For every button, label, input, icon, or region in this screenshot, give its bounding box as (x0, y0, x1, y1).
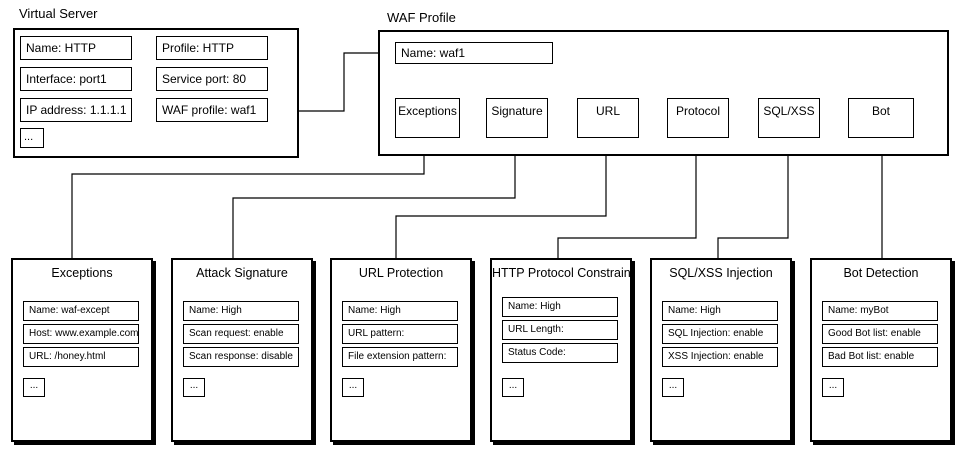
card-field: XSS Injection: enable (662, 347, 778, 367)
card-field: URL Length: (502, 320, 618, 340)
card-more: ... (822, 378, 844, 397)
card-field: Status Code: (502, 343, 618, 363)
card-attack-signature: Attack Signature Name: High Scan request… (171, 258, 313, 442)
card-field: Name: myBot (822, 301, 938, 321)
module-sqlxss: SQL/XSS (758, 98, 820, 138)
vs-interface-field: Interface: port1 (20, 67, 132, 91)
card-sqlxss-injection: SQL/XSS Injection Name: High SQL Injecti… (650, 258, 792, 442)
connector-url (395, 137, 607, 258)
card-field: URL pattern: (342, 324, 458, 344)
card-url-protection: URL Protection Name: High URL pattern: F… (330, 258, 472, 442)
card-field: URL: /honey.html (23, 347, 139, 367)
module-url: URL (577, 98, 639, 138)
vs-waf-profile-field: WAF profile: waf1 (156, 98, 268, 122)
card-field: Bad Bot list: enable (822, 347, 938, 367)
card-field: Scan request: enable (183, 324, 299, 344)
card-field: Good Bot list: enable (822, 324, 938, 344)
card-more: ... (23, 378, 45, 397)
card-more: ... (342, 378, 364, 397)
vs-profile-field: Profile: HTTP (156, 36, 268, 60)
connector-signature (232, 137, 516, 258)
connector-waf-profile (268, 52, 395, 112)
card-field: Name: waf-except (23, 301, 139, 321)
connector-protocol (557, 137, 697, 258)
card-field: Name: High (183, 301, 299, 321)
card-title: Bot Detection (843, 266, 919, 280)
card-field: Scan response: disable (183, 347, 299, 367)
card-field: Name: High (662, 301, 778, 321)
card-more: ... (502, 378, 524, 397)
vs-more-field: ... (20, 128, 44, 148)
module-exceptions: Exceptions (395, 98, 460, 138)
card-exceptions: Exceptions Name: waf-except Host: www.ex… (11, 258, 153, 442)
virtual-server-title: Virtual Server (19, 6, 98, 21)
card-title: URL Protection (358, 266, 444, 280)
card-field: File extension pattern: (342, 347, 458, 367)
card-field: SQL Injection: enable (662, 324, 778, 344)
card-title: HTTP Protocol Constraint (492, 266, 635, 280)
card-title: Exceptions (51, 266, 113, 280)
card-title: Attack Signature (196, 266, 288, 280)
module-protocol: Protocol (667, 98, 729, 138)
vs-service-port-field: Service port: 80 (156, 67, 268, 91)
vs-ip-address-field: IP address: 1.1.1.1 (20, 98, 132, 122)
card-more: ... (662, 378, 684, 397)
card-field: Name: High (342, 301, 458, 321)
card-bot-detection: Bot Detection Name: myBot Good Bot list:… (810, 258, 952, 442)
waf-name-field: Name: waf1 (395, 42, 553, 64)
card-title: SQL/XSS Injection (669, 266, 773, 280)
module-bot: Bot (848, 98, 914, 138)
card-field: Host: www.example.com (23, 324, 139, 344)
card-more: ... (183, 378, 205, 397)
card-http-protocol-constraint: HTTP Protocol Constraint Name: High URL … (490, 258, 635, 442)
module-signature: Signature (486, 98, 548, 138)
card-field: Name: High (502, 297, 618, 317)
waf-profile-title: WAF Profile (387, 10, 456, 25)
vs-name-field: Name: HTTP (20, 36, 132, 60)
connector-sqlxss (717, 137, 789, 258)
